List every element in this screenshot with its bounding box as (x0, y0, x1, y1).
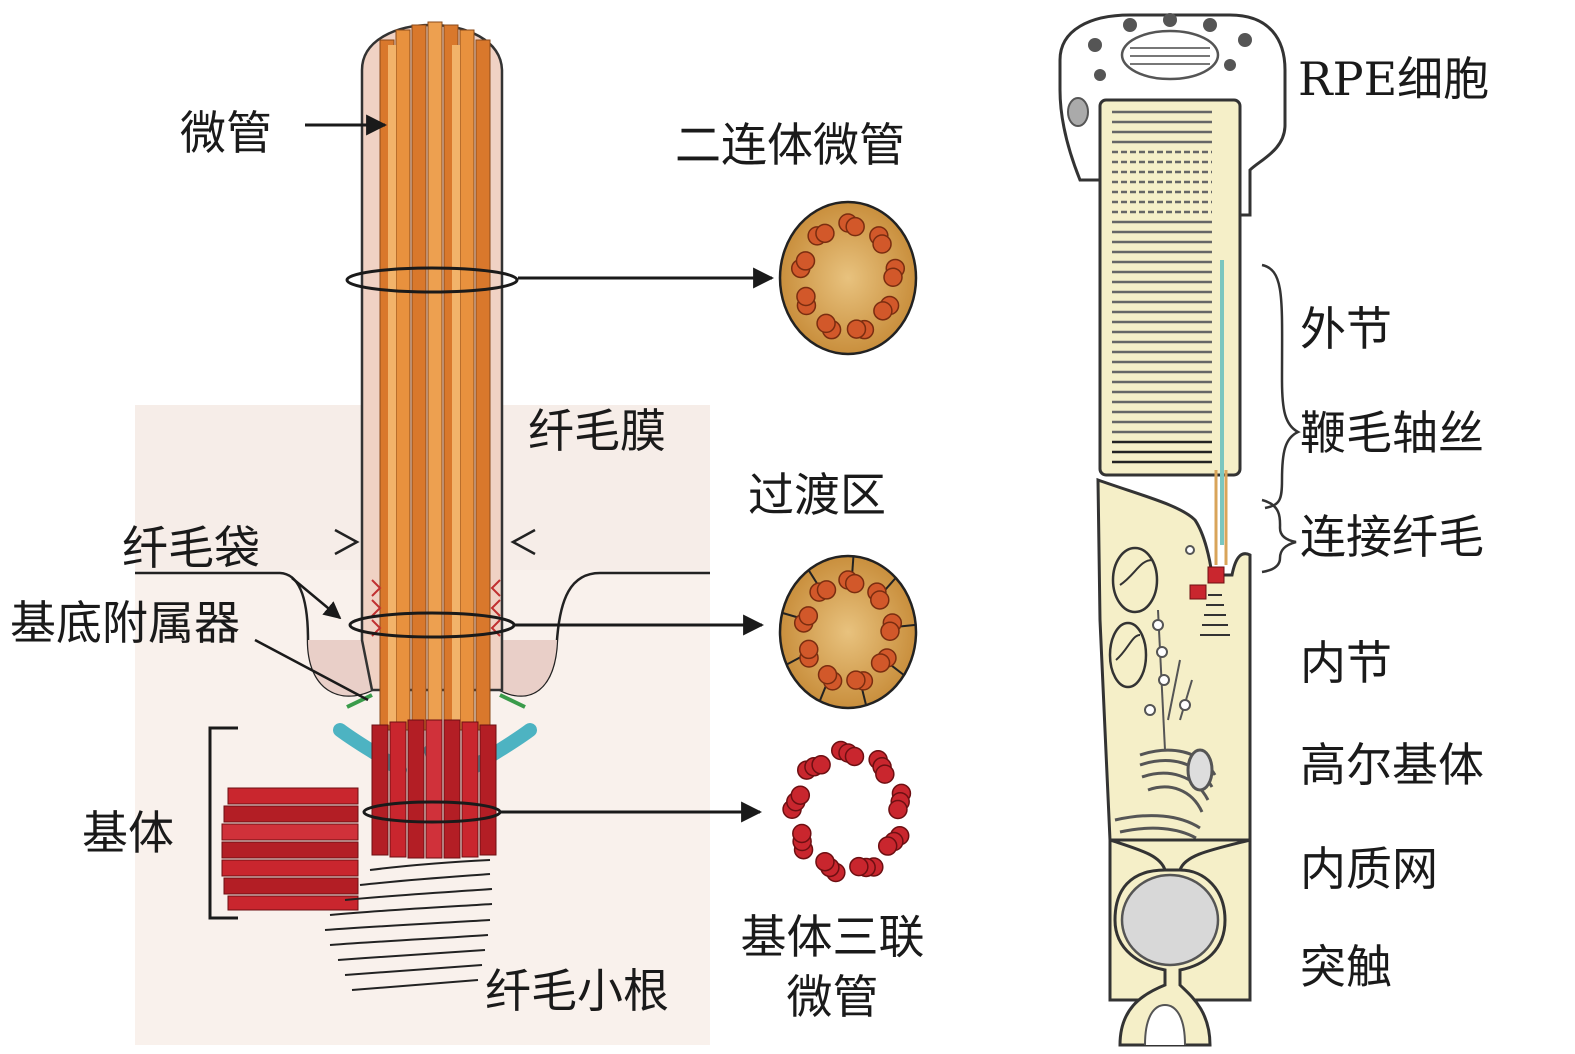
basal-body-bracket (208, 726, 238, 920)
transition-doublet (846, 670, 866, 690)
transition-doublet (817, 665, 838, 685)
label-basal-triplet-line2: 微管 (786, 970, 879, 1024)
doublet-microtubule (795, 251, 816, 271)
mitochondrion (1111, 546, 1159, 614)
basal-triplet (790, 785, 811, 805)
y-link (786, 656, 802, 666)
label-golgi: 高尔基体 (1300, 738, 1484, 792)
label-doublet-microtubule: 二连体微管 (675, 118, 905, 172)
outer-segment (1098, 98, 1242, 477)
y-link (890, 664, 905, 676)
nucleus (1120, 873, 1220, 967)
transition-doublet (870, 590, 890, 610)
label-inner-segment: 内节 (1300, 636, 1392, 690)
doublet-microtubule (845, 216, 865, 237)
microtubule-bundle (379, 21, 491, 731)
basal-triplet (792, 823, 812, 844)
doublet-cross-section (778, 200, 918, 356)
basal-triplet (849, 856, 869, 877)
right-panel (1058, 13, 1301, 1047)
ciliary-rootlet (324, 859, 493, 991)
connecting-cilium-bracket (1261, 498, 1297, 574)
transition-section-ring (348, 611, 516, 639)
transition-cross-section (778, 554, 918, 710)
transition-doublet (844, 573, 865, 594)
doublet-microtubule (815, 223, 835, 244)
transition-doublet (816, 580, 837, 600)
y-link (883, 577, 897, 592)
doublet-section-ring (345, 266, 519, 294)
label-outer-segment: 外节 (1300, 302, 1392, 356)
basal-body-mother (371, 719, 497, 859)
left-panel (135, 21, 918, 1045)
transition-doublet (798, 606, 819, 626)
y-link (781, 611, 798, 619)
label-connecting-cilium: 连接纤毛 (1300, 510, 1484, 564)
basal-body-daughter (221, 787, 359, 911)
outer-segment-bracket (1261, 263, 1301, 510)
transition-doublet (870, 653, 891, 673)
label-ciliary-membrane: 纤毛膜 (528, 404, 666, 458)
triplet-cross-section (782, 740, 912, 883)
label-synapse: 突触 (1300, 940, 1392, 994)
doublet-microtubule (796, 286, 816, 307)
rpe-granules (1088, 13, 1252, 81)
mitochondrion (1108, 621, 1148, 689)
label-er: 内质网 (1300, 842, 1438, 896)
label-ciliary-pocket: 纤毛袋 (122, 521, 260, 575)
label-rootlet: 纤毛小根 (485, 964, 669, 1018)
basal-triplet (811, 755, 831, 775)
label-basal-appendage: 基底附属器 (10, 596, 240, 650)
appendage-pointer (254, 638, 369, 702)
basal-triplet (844, 746, 865, 767)
basal-triplet (875, 764, 895, 784)
y-link (807, 569, 819, 586)
pocket-pointer (291, 577, 342, 620)
label-rpe-cell: RPE细胞 (1298, 52, 1490, 106)
y-link (851, 556, 855, 575)
doublet-microtubule (846, 319, 867, 339)
basal-triplet (815, 851, 835, 872)
doublet-microtubule (872, 234, 892, 254)
doublet-microtubule (816, 313, 836, 334)
label-axoneme: 鞭毛轴丝 (1300, 406, 1484, 460)
transition-doublet (880, 621, 900, 642)
basal-triplet (888, 799, 908, 820)
label-transition-zone: 过渡区 (748, 468, 886, 522)
label-basal-body: 基体 (82, 806, 174, 860)
basal-triplet (877, 836, 898, 856)
doublet-microtubule (873, 301, 893, 321)
y-link (818, 684, 828, 702)
doublet-microtubule (883, 267, 903, 287)
label-basal-triplet-line1: 基体三联 (740, 910, 925, 964)
y-link (899, 623, 916, 628)
y-link (860, 687, 868, 706)
golgi (1139, 748, 1217, 813)
label-microtubule: 微管 (180, 106, 272, 160)
transition-doublet (798, 639, 819, 660)
